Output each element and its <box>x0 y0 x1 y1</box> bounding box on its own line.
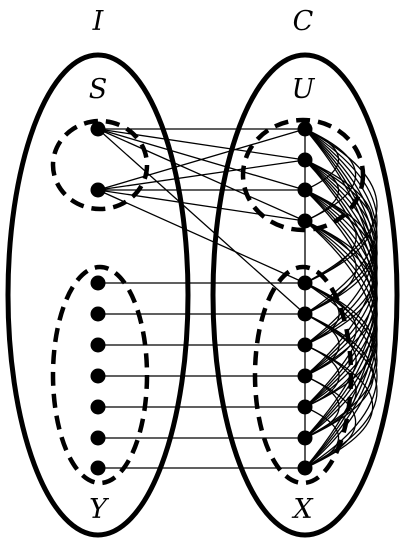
vertex-x4 <box>297 368 313 384</box>
subset-S-ellipse <box>50 118 150 212</box>
vertex-u1 <box>297 121 313 137</box>
label-Y: Y <box>89 494 109 525</box>
vertex-x7 <box>297 460 313 476</box>
vertex-y2 <box>90 306 106 322</box>
label-U: U <box>292 74 316 105</box>
vertex-y3 <box>90 337 106 353</box>
vertex-s2 <box>90 182 106 198</box>
vertex-u2 <box>297 152 313 168</box>
edge-s1-u2 <box>97 128 306 161</box>
clique-edge-x1-x6 <box>304 282 378 439</box>
vertex-u4 <box>297 213 313 229</box>
set-C-ellipse <box>210 52 400 538</box>
vertex-x1 <box>297 275 313 291</box>
set-labels: I C S U Y X <box>89 6 316 525</box>
clique-edge-u4-x4 <box>304 220 378 377</box>
label-I: I <box>92 6 105 37</box>
clique-edge-u4-x7 <box>304 220 378 469</box>
clique-edge-u1-x1 <box>304 128 378 284</box>
label-X: X <box>291 494 314 525</box>
clique-edge-x5-x7 <box>304 406 339 469</box>
vertex-y1 <box>90 275 106 291</box>
subset-U-ellipse <box>240 117 366 233</box>
clique-edge-u1-x2 <box>304 128 378 315</box>
clique-edge-x1-x5 <box>304 282 374 408</box>
vertex-x3 <box>297 337 313 353</box>
clique-edge-u3-x3 <box>304 189 378 346</box>
edges <box>97 128 378 469</box>
subset-Y-ellipse <box>50 264 150 486</box>
set-boundaries <box>5 52 400 538</box>
vertex-x2 <box>297 306 313 322</box>
clique-edge-u4-x6 <box>304 220 378 439</box>
label-S: S <box>89 74 108 105</box>
vertex-x6 <box>297 430 313 446</box>
clique-edge-u2-x2 <box>304 159 378 315</box>
edge-s2-u2 <box>97 159 306 191</box>
clique-edge-x4-x7 <box>304 375 357 469</box>
vertex-y4 <box>90 368 106 384</box>
vertex-x5 <box>297 399 313 415</box>
set-I-ellipse <box>5 52 191 538</box>
clique-edge-x3-x7 <box>304 344 374 469</box>
clique-edge-u2-x1 <box>304 159 374 284</box>
edge-s2-u1 <box>97 128 306 191</box>
clique-edge-x2-x6 <box>304 313 374 439</box>
edge-s2-x1 <box>97 189 306 284</box>
clique-edge-x2-x7 <box>304 313 378 469</box>
vertex-y6 <box>90 430 106 446</box>
vertex-y5 <box>90 399 106 415</box>
vertex-s1 <box>90 121 106 137</box>
vertices <box>90 121 313 476</box>
edge-s2-u4 <box>97 189 306 222</box>
vertex-u3 <box>297 182 313 198</box>
vertex-y7 <box>90 460 106 476</box>
label-C: C <box>293 6 314 37</box>
